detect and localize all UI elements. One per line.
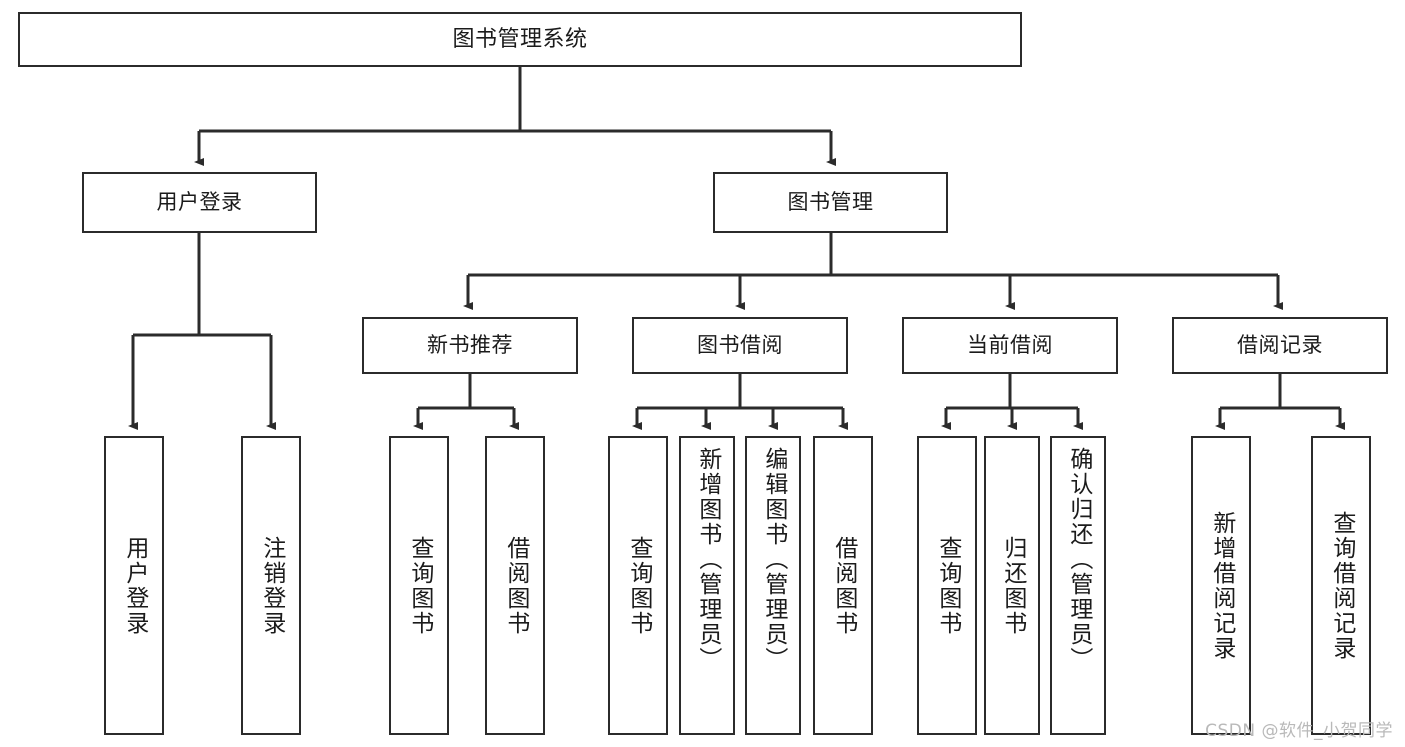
node-book-manage-label: 图书管理 bbox=[787, 190, 874, 215]
node-leaf-confirm-return[interactable]: 确认归还（管理员） bbox=[1050, 436, 1106, 735]
node-new-book-rec[interactable]: 新书推荐 bbox=[362, 317, 578, 374]
node-current-borrow-label: 当前借阅 bbox=[967, 333, 1053, 358]
node-leaf-borrow-book-2-label: 借阅图书 bbox=[830, 535, 857, 636]
node-root[interactable]: 图书管理系统 bbox=[18, 12, 1022, 67]
node-leaf-return-book-label: 归还图书 bbox=[999, 535, 1026, 636]
node-leaf-query-book-1-label: 查询图书 bbox=[406, 535, 433, 636]
node-leaf-return-book[interactable]: 归还图书 bbox=[984, 436, 1040, 735]
node-leaf-add-book-label: 新增图书（管理员） bbox=[694, 447, 721, 672]
watermark-text: CSDN @软件_小贺同学 bbox=[1205, 721, 1393, 741]
node-leaf-borrow-book-2[interactable]: 借阅图书 bbox=[813, 436, 873, 735]
node-book-borrow-label: 图书借阅 bbox=[697, 333, 783, 358]
node-book-borrow[interactable]: 图书借阅 bbox=[632, 317, 848, 374]
node-leaf-query-record[interactable]: 查询借阅记录 bbox=[1311, 436, 1371, 735]
node-user-login-label: 用户登录 bbox=[156, 190, 243, 215]
node-borrow-record-label: 借阅记录 bbox=[1237, 333, 1323, 358]
node-leaf-user-logout-label: 注销登录 bbox=[258, 535, 285, 636]
node-leaf-query-book-1[interactable]: 查询图书 bbox=[389, 436, 449, 735]
node-leaf-user-logout[interactable]: 注销登录 bbox=[241, 436, 301, 735]
node-leaf-user-login[interactable]: 用户登录 bbox=[104, 436, 164, 735]
node-leaf-add-book[interactable]: 新增图书（管理员） bbox=[679, 436, 735, 735]
node-leaf-user-login-label: 用户登录 bbox=[121, 535, 148, 636]
node-leaf-borrow-book-1-label: 借阅图书 bbox=[502, 535, 529, 636]
node-leaf-query-book-2[interactable]: 查询图书 bbox=[608, 436, 668, 735]
node-root-label: 图书管理系统 bbox=[452, 26, 588, 52]
node-leaf-edit-book-label: 编辑图书（管理员） bbox=[760, 447, 787, 672]
node-leaf-borrow-book-1[interactable]: 借阅图书 bbox=[485, 436, 545, 735]
node-leaf-query-book-3-label: 查询图书 bbox=[934, 535, 961, 636]
node-user-login[interactable]: 用户登录 bbox=[82, 172, 317, 233]
node-leaf-query-book-2-label: 查询图书 bbox=[625, 535, 652, 636]
node-leaf-confirm-return-label: 确认归还（管理员） bbox=[1065, 447, 1092, 672]
node-leaf-add-record-label: 新增借阅记录 bbox=[1208, 510, 1235, 661]
node-borrow-record[interactable]: 借阅记录 bbox=[1172, 317, 1388, 374]
node-current-borrow[interactable]: 当前借阅 bbox=[902, 317, 1118, 374]
node-leaf-add-record[interactable]: 新增借阅记录 bbox=[1191, 436, 1251, 735]
node-new-book-rec-label: 新书推荐 bbox=[427, 333, 513, 358]
node-book-manage[interactable]: 图书管理 bbox=[713, 172, 948, 233]
node-leaf-query-record-label: 查询借阅记录 bbox=[1328, 510, 1355, 661]
node-leaf-query-book-3[interactable]: 查询图书 bbox=[917, 436, 977, 735]
node-leaf-edit-book[interactable]: 编辑图书（管理员） bbox=[745, 436, 801, 735]
